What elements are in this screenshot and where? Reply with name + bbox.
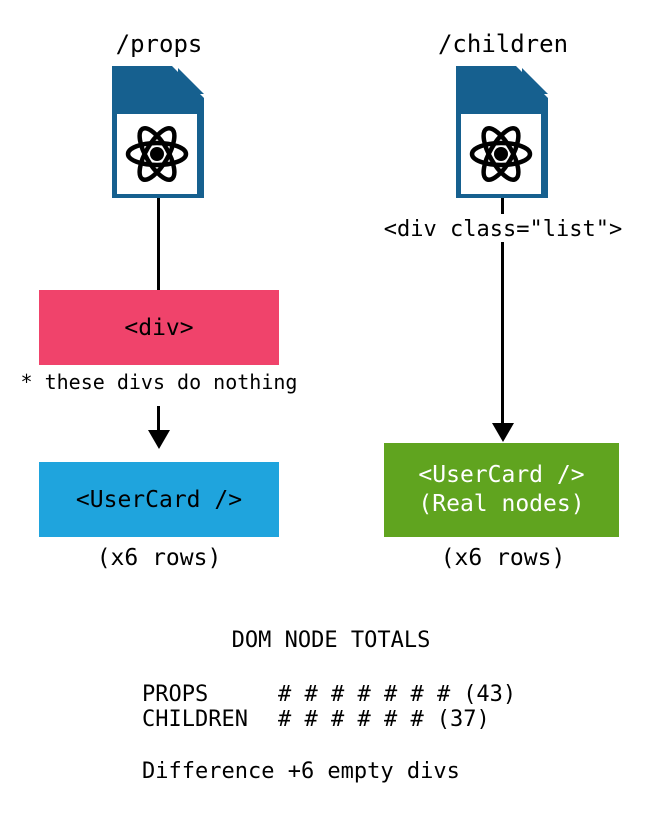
totals-row-children: CHILDREN # # # # # # (37) [142, 707, 516, 732]
div-wrapper-box-label: <div> [124, 314, 194, 341]
react-file-icon [456, 66, 548, 198]
dom-node-totals-title: DOM NODE TOTALS [231, 628, 431, 653]
react-atom-icon [469, 126, 533, 182]
hash-bar: # # # # # # [278, 707, 424, 732]
list-div-annotation: <div class="list"> [383, 217, 623, 242]
totals-row-label: PROPS [142, 682, 209, 707]
file-fold-corner [522, 68, 548, 94]
rows-caption-props: (x6 rows) [96, 545, 222, 571]
usercard-box-children-label-line1: <UserCard /> [418, 462, 585, 488]
arrow-shaft-children [501, 242, 504, 424]
hash-bar: # # # # # # # [278, 682, 451, 707]
arrow-shaft-props [157, 406, 160, 432]
totals-row-count: (43) [463, 682, 517, 707]
down-arrow-icon [492, 423, 514, 442]
props-route-label: /props [115, 30, 203, 58]
totals-row-count: (37) [436, 707, 490, 732]
react-atom-icon [125, 126, 189, 182]
usercard-box-props: <UserCard /> [39, 462, 279, 537]
totals-row-label: CHILDREN [142, 707, 248, 732]
rows-caption-children: (x6 rows) [440, 545, 566, 571]
difference-note: Difference +6 empty divs [142, 759, 460, 784]
connector-line-props [157, 198, 160, 290]
dom-node-totals-rows: PROPS # # # # # # # (43) CHILDREN # # # … [142, 682, 516, 732]
usercard-box-children: <UserCard /> (Real nodes) [384, 443, 619, 537]
totals-row-props: PROPS # # # # # # # (43) [142, 682, 516, 707]
react-file-icon [112, 66, 204, 198]
divs-do-nothing-note: * these divs do nothing [20, 370, 298, 394]
file-fold-corner [178, 68, 204, 94]
usercard-box-props-label: <UserCard /> [75, 486, 243, 513]
usercard-box-children-label-line2: (Real nodes) [418, 491, 585, 517]
children-route-label: /children [437, 30, 569, 58]
connector-line-children [501, 198, 504, 214]
div-wrapper-box: <div> [39, 290, 279, 365]
down-arrow-icon [148, 430, 170, 449]
